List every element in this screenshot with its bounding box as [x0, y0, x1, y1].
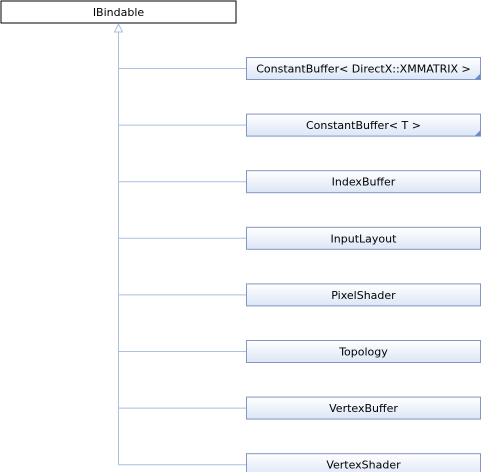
inheritance-arrowhead	[113, 22, 124, 33]
derived-class-label: ConstantBuffer< T >	[306, 119, 421, 132]
derived-class-node[interactable]: PixelShader	[246, 283, 481, 307]
derived-class-box[interactable]	[246, 453, 481, 472]
derived-class-node[interactable]: ConstantBuffer< T >	[246, 113, 481, 137]
derived-class-box[interactable]	[246, 226, 481, 250]
derived-class-box[interactable]	[246, 113, 481, 137]
derived-class-node[interactable]: ConstantBuffer< DirectX::XMMATRIX >	[246, 57, 481, 80]
derived-class-node[interactable]: VertexShader	[246, 453, 481, 472]
derived-class-box[interactable]	[246, 396, 481, 420]
derived-class-box[interactable]	[246, 340, 481, 363]
derived-class-nodes: ConstantBuffer< DirectX::XMMATRIX >Const…	[246, 57, 481, 472]
derived-class-node[interactable]: IndexBuffer	[246, 170, 481, 194]
derived-class-node[interactable]: Topology	[246, 340, 481, 363]
derived-class-label: VertexBuffer	[329, 402, 398, 415]
base-class-label: IBindable	[93, 6, 145, 19]
derived-class-box[interactable]	[246, 283, 481, 307]
base-class-node[interactable]: IBindable	[0, 0, 237, 24]
derived-class-box[interactable]	[246, 57, 481, 80]
derived-class-label: VertexShader	[326, 459, 401, 472]
inheritance-edges	[118, 32, 247, 466]
derived-class-box[interactable]	[246, 170, 481, 194]
template-corner-marker-icon	[474, 130, 481, 137]
derived-class-label: Topology	[338, 346, 388, 359]
derived-class-node[interactable]: VertexBuffer	[246, 396, 481, 420]
derived-class-label: IndexBuffer	[332, 176, 396, 189]
derived-class-label: PixelShader	[331, 289, 396, 302]
derived-class-label: ConstantBuffer< DirectX::XMMATRIX >	[256, 63, 470, 76]
derived-class-label: InputLayout	[331, 232, 398, 245]
template-corner-marker-icon	[474, 73, 481, 80]
derived-class-node[interactable]: InputLayout	[246, 226, 481, 250]
